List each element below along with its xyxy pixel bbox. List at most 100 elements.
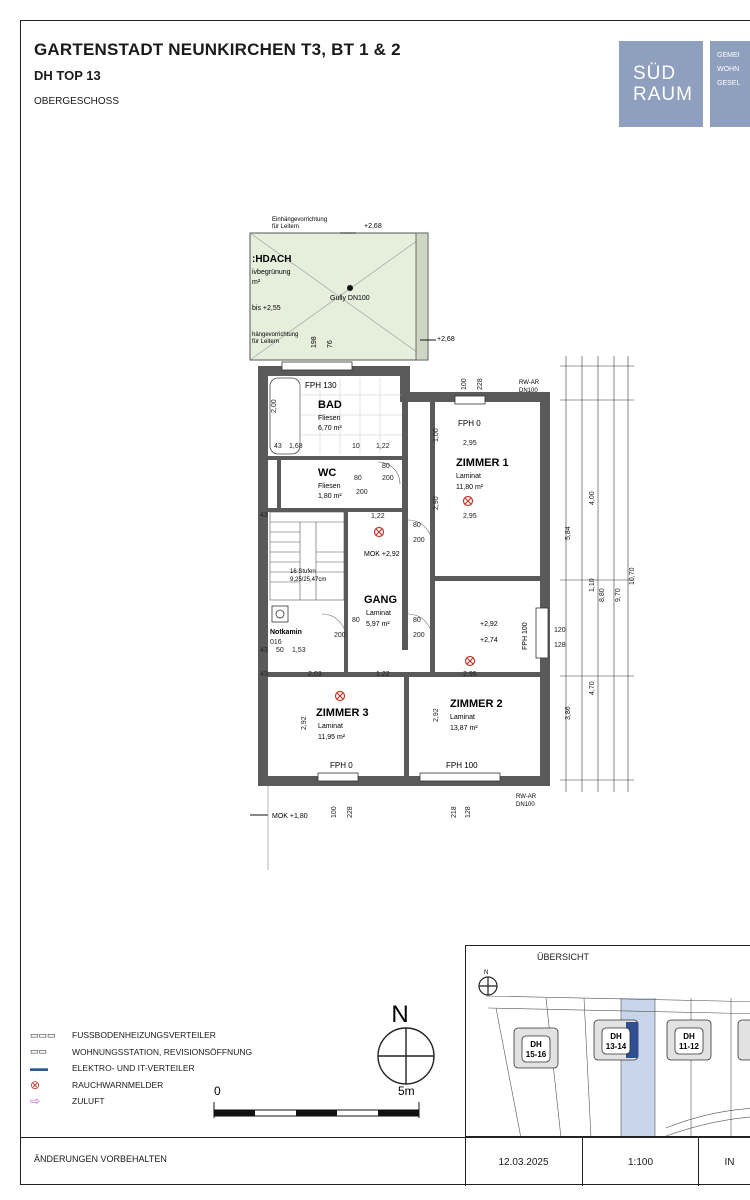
legend-symbol-station: ▭▭ bbox=[30, 1046, 48, 1057]
logo-side1: GEMEI bbox=[717, 52, 740, 59]
dim-295c: 2,95 bbox=[463, 671, 477, 678]
dim-290: 2,90 bbox=[433, 496, 440, 510]
footer-date: 12.03.2025 bbox=[465, 1138, 583, 1186]
footer-bar: 12.03.2025 1:100 IN bbox=[20, 1137, 750, 1186]
sheet-frame bbox=[20, 20, 750, 1185]
legend-symbol-floor-heating: ▭▭▭ bbox=[30, 1029, 56, 1040]
logo-side3: GESEL bbox=[717, 80, 741, 87]
dim-128b: 128 bbox=[465, 806, 472, 818]
dim-110: 1,10 bbox=[589, 578, 596, 592]
scale-bar bbox=[213, 1102, 420, 1118]
overview-title: ÜBERSICHT bbox=[536, 952, 589, 962]
wc-name: WC bbox=[318, 467, 336, 479]
gang-area: 5,97 m² bbox=[366, 621, 390, 628]
legend-item: ▬▬ ELEKTRO- UND IT-VERTEILER bbox=[30, 1060, 252, 1077]
legend-item: ▭▭WOHNUNGSSTATION, REVISIONSÖFFNUNG bbox=[30, 1044, 252, 1061]
rw-bot2: DN100 bbox=[516, 802, 535, 808]
floor-label: OBERGESCHOSS bbox=[34, 96, 120, 107]
z1-name: ZIMMER 1 bbox=[456, 457, 509, 469]
dim-470: 4,70 bbox=[589, 681, 596, 695]
bad-area: 6,70 m² bbox=[318, 425, 342, 432]
scale-five: 5m bbox=[398, 1084, 415, 1098]
legend-symbol-smoke-icon: ⊗ bbox=[30, 1077, 41, 1092]
z3-name: ZIMMER 3 bbox=[316, 707, 369, 719]
notkamin: Notkamin bbox=[270, 629, 302, 636]
dim-970: 9,70 bbox=[615, 588, 622, 602]
legend-label: RAUCHWARNMELDER bbox=[72, 1079, 164, 1090]
dim-122b: 1,22 bbox=[371, 513, 385, 520]
wc-floor: Fliesen bbox=[318, 483, 341, 490]
dim-43b: 43 bbox=[260, 512, 268, 519]
gang-floor: Laminat bbox=[366, 610, 391, 617]
z3-area: 11,95 m² bbox=[318, 734, 346, 741]
lvl274: +2,74 bbox=[480, 637, 498, 644]
level-268b: +2,68 bbox=[437, 336, 455, 343]
z2-name: ZIMMER 2 bbox=[450, 698, 503, 710]
stair-label2: 9,25/25,47cm bbox=[290, 577, 326, 583]
dim-584: 5,84 bbox=[565, 526, 572, 540]
scale-zero: 0 bbox=[214, 1084, 221, 1098]
logo-line2: RAUM bbox=[633, 84, 693, 105]
rw-bot: RW-AR bbox=[516, 794, 537, 800]
house-15-16: DH 15-16 bbox=[513, 1027, 559, 1069]
house2-l1: DH bbox=[610, 1032, 622, 1041]
dim-168: 1,68 bbox=[289, 443, 303, 450]
dim-400: 4,00 bbox=[589, 491, 596, 505]
dim-50: 50 bbox=[276, 647, 284, 654]
dim-228t: 228 bbox=[477, 378, 484, 390]
fph130: FPH 130 bbox=[305, 381, 337, 390]
dim-100t: 100 bbox=[461, 378, 468, 390]
z1-floor: Laminat bbox=[456, 473, 481, 480]
house2-l2: 13-14 bbox=[606, 1042, 627, 1051]
dim-292b: 2,92 bbox=[433, 708, 440, 722]
dim-295a: 2,95 bbox=[463, 440, 477, 447]
dim-200v: 2,00 bbox=[271, 399, 278, 413]
legend-label: ELEKTRO- UND IT-VERTEILER bbox=[72, 1063, 195, 1074]
overview-panel: ÜBERSICHT N DH 15-16 bbox=[465, 945, 750, 1137]
legend-symbol-electro: ▬▬ bbox=[30, 1063, 48, 1074]
legend-symbol-air-icon: ⇨ bbox=[30, 1094, 41, 1109]
dim-128: 128 bbox=[554, 642, 566, 649]
einhang1: Einhängevorrichtung bbox=[272, 217, 327, 223]
stair-label: 16 Stufen bbox=[290, 569, 316, 575]
terrace-height: bis +2,55 bbox=[252, 305, 281, 312]
staircase bbox=[269, 511, 345, 601]
fph100-bot: FPH 100 bbox=[446, 761, 478, 770]
dim-218: 218 bbox=[451, 806, 458, 818]
dim-200a: 200 bbox=[356, 489, 368, 496]
wc-area: 1,80 m² bbox=[318, 493, 342, 500]
gully-icon bbox=[347, 285, 353, 291]
overview-title-bar: ÜBERSICHT bbox=[466, 946, 750, 969]
unit-label: DH TOP 13 bbox=[34, 68, 101, 83]
z2-area: 13,87 m² bbox=[450, 725, 478, 732]
legend-item: ▭▭▭ FUSSBODENHEIZUNGSVERTEILER bbox=[30, 1027, 252, 1044]
gully-label: Gully DN100 bbox=[330, 295, 370, 302]
highlight-plot bbox=[621, 998, 655, 1136]
house-11-12: DH 11-12 bbox=[666, 1019, 712, 1061]
dim-228b: 228 bbox=[347, 806, 354, 818]
house3-l1: DH bbox=[683, 1032, 695, 1041]
dim-10: 10 bbox=[352, 443, 360, 450]
legend-item: ⊗ RAUCHWARNMELDER bbox=[30, 1077, 252, 1094]
footer-extra: IN bbox=[724, 1156, 735, 1168]
dim-16: 016 bbox=[270, 639, 282, 646]
house-13-14: DH 13-14 bbox=[593, 1019, 639, 1061]
dim-198: 198 bbox=[311, 336, 318, 348]
dim-43d: 43 bbox=[260, 671, 268, 678]
dim-386: 3,86 bbox=[565, 706, 572, 720]
logo-side2: WOHN bbox=[717, 66, 740, 73]
logo-line1: SÜD bbox=[633, 63, 677, 84]
z1-area: 11,80 m² bbox=[456, 484, 484, 491]
einhang1b: für Leitern bbox=[272, 224, 299, 230]
rw-top: RW-AR bbox=[519, 380, 540, 386]
dim-1070: 10,70 bbox=[629, 567, 636, 585]
dim-122c: 1,22 bbox=[376, 671, 390, 678]
legend-label: ZULUFT bbox=[72, 1096, 105, 1107]
dim-880: 8,80 bbox=[599, 588, 606, 602]
gang-name: GANG bbox=[364, 594, 397, 606]
terrace-sub: ivbegrünung bbox=[252, 269, 291, 276]
dim-80d: 80 bbox=[413, 617, 421, 624]
einhang2b: für Leitern bbox=[252, 339, 279, 345]
legend-label: FUSSBODENHEIZUNGSVERTEILER bbox=[72, 1030, 216, 1041]
